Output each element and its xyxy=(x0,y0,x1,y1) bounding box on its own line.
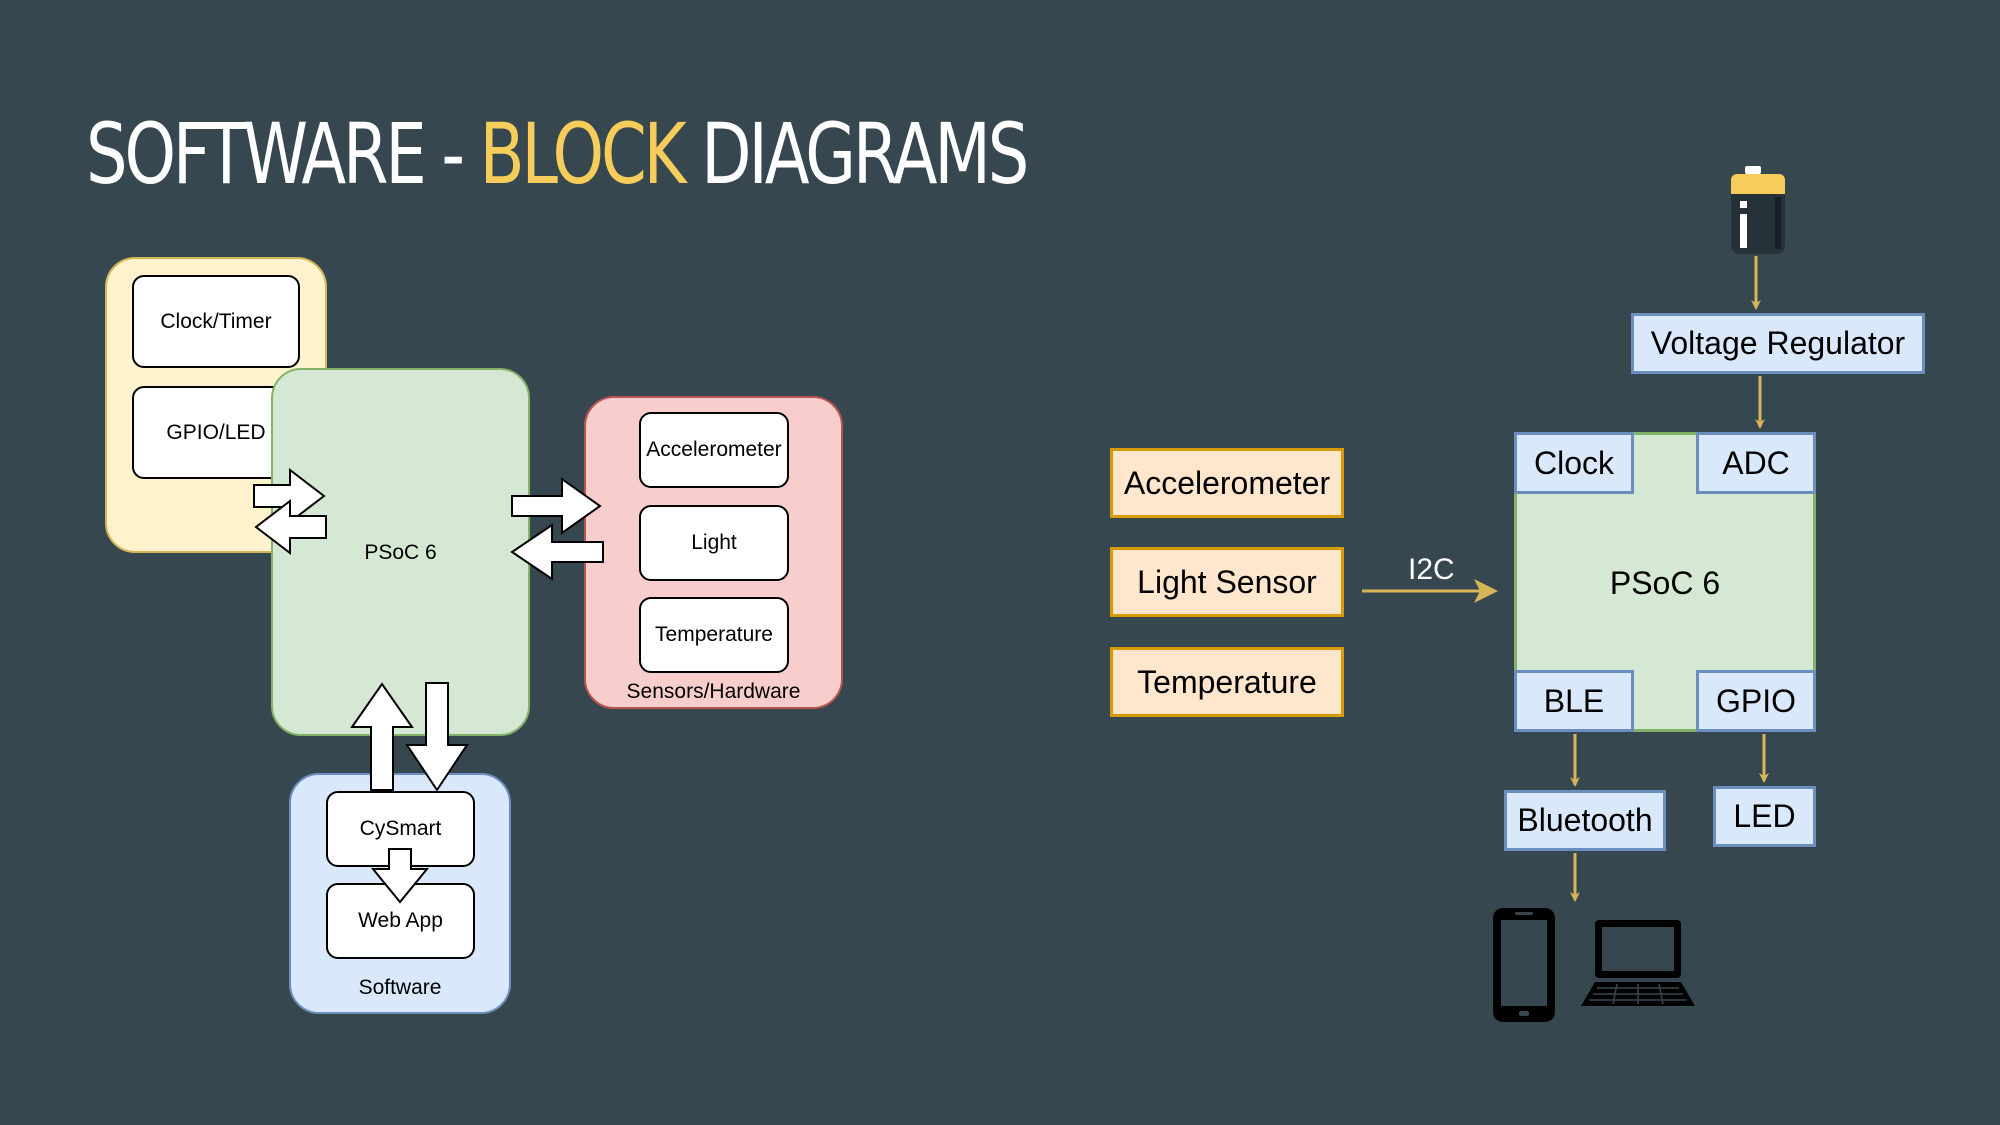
arrow-timer-to-psoc xyxy=(253,467,326,525)
arrow-sensors-to-psoc xyxy=(510,523,604,581)
title-part-1: SOFTWARE - xyxy=(86,105,480,203)
light-sensor-box: Light Sensor xyxy=(1110,547,1344,617)
arrow-software-to-psoc xyxy=(350,682,414,791)
arrow-cysmart-to-webapp xyxy=(370,848,430,904)
clock-timer-node: Clock/Timer xyxy=(132,275,300,368)
light-node: Light xyxy=(639,505,789,581)
i2c-label: I2C xyxy=(1408,553,1455,586)
arrow-psoc-to-sensors xyxy=(511,477,602,535)
ble-block: BLE xyxy=(1514,670,1634,732)
temperature-node: Temperature xyxy=(639,597,789,673)
accelerometer-node: Accelerometer xyxy=(639,412,789,488)
laptop-icon xyxy=(1581,920,1695,1006)
psoc-core-label: PSoC 6 xyxy=(1609,565,1721,601)
adc-block: ADC xyxy=(1696,432,1816,494)
page-title: SOFTWARE - BLOCK DIAGRAMS xyxy=(86,112,1029,196)
software-label: Software xyxy=(358,976,442,999)
temperature-box: Temperature xyxy=(1110,647,1344,717)
clock-block: Clock xyxy=(1514,432,1634,494)
psoc-label: PSoC 6 xyxy=(364,541,437,564)
smartphone-icon xyxy=(1493,908,1555,1022)
title-accent: BLOCK xyxy=(479,105,687,203)
accelerometer-box: Accelerometer xyxy=(1110,448,1344,518)
gpio-block: GPIO xyxy=(1696,670,1816,732)
bluetooth-box: Bluetooth xyxy=(1504,790,1666,851)
title-part-2: DIAGRAMS xyxy=(683,105,1029,203)
voltage-regulator-box: Voltage Regulator xyxy=(1631,313,1925,374)
sensors-hardware-label: Sensors/Hardware xyxy=(626,680,801,703)
arrow-psoc-to-gpio xyxy=(254,498,327,556)
battery-icon xyxy=(1731,166,1785,254)
led-box: LED xyxy=(1713,786,1816,847)
cysmart-node: CySmart xyxy=(326,791,475,867)
arrow-psoc-to-software xyxy=(405,682,469,792)
